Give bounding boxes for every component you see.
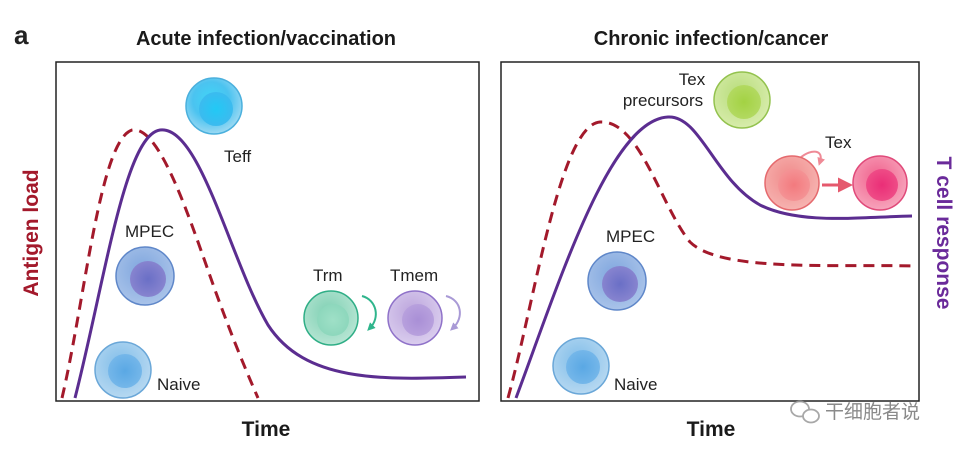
panel-label: a <box>14 20 29 50</box>
left-x-axis-label: Time <box>242 418 291 441</box>
right-panel-frame <box>500 61 920 402</box>
right-antigen-curve <box>506 120 918 399</box>
right-naive-cell <box>552 337 610 395</box>
watermark-text: 干细胞者说 <box>825 401 920 423</box>
tex-cell <box>852 155 908 211</box>
tex-precursors-label-line2: precursors <box>623 91 703 110</box>
left-mpec-label: MPEC <box>125 222 174 241</box>
tmem-cell <box>387 290 443 346</box>
teff-label: Teff <box>224 147 251 166</box>
tex-self-renewal-arrow-icon <box>799 150 826 166</box>
trm-self-renewal-arrow-icon <box>361 295 377 331</box>
right-naive-label: Naive <box>614 375 657 394</box>
right-panel-title: Chronic infection/cancer <box>594 28 829 50</box>
tmem-self-renewal-arrow-icon <box>445 295 461 331</box>
tex-precursors-label-line1: Tex <box>679 70 706 89</box>
y-axis-label-antigen-load: Antigen load <box>20 169 43 296</box>
y-axis-label-t-cell-response: T cell response <box>932 157 955 310</box>
right-mpec-cell <box>587 251 647 311</box>
left-panel-title: Acute infection/vaccination <box>136 28 396 50</box>
trm-cell <box>303 290 359 346</box>
left-naive-cell <box>94 341 152 399</box>
right-tcell-curve <box>514 115 913 399</box>
left-mpec-cell <box>115 246 175 306</box>
tex-label: Tex <box>825 133 852 152</box>
left-tcell-curve <box>73 128 467 399</box>
wechat-logo-icon <box>790 400 820 424</box>
tex-precursors-cell <box>713 71 771 129</box>
left-antigen-curve <box>60 128 260 399</box>
left-panel-frame <box>55 61 480 402</box>
left-naive-label: Naive <box>157 375 200 394</box>
teff-cell <box>185 77 243 135</box>
tex-precursor-to-tex-left-cell <box>764 155 820 211</box>
right-x-axis-label: Time <box>687 418 736 441</box>
trm-label: Trm <box>313 266 343 285</box>
right-mpec-label: MPEC <box>606 227 655 246</box>
tmem-label: Tmem <box>390 266 438 285</box>
